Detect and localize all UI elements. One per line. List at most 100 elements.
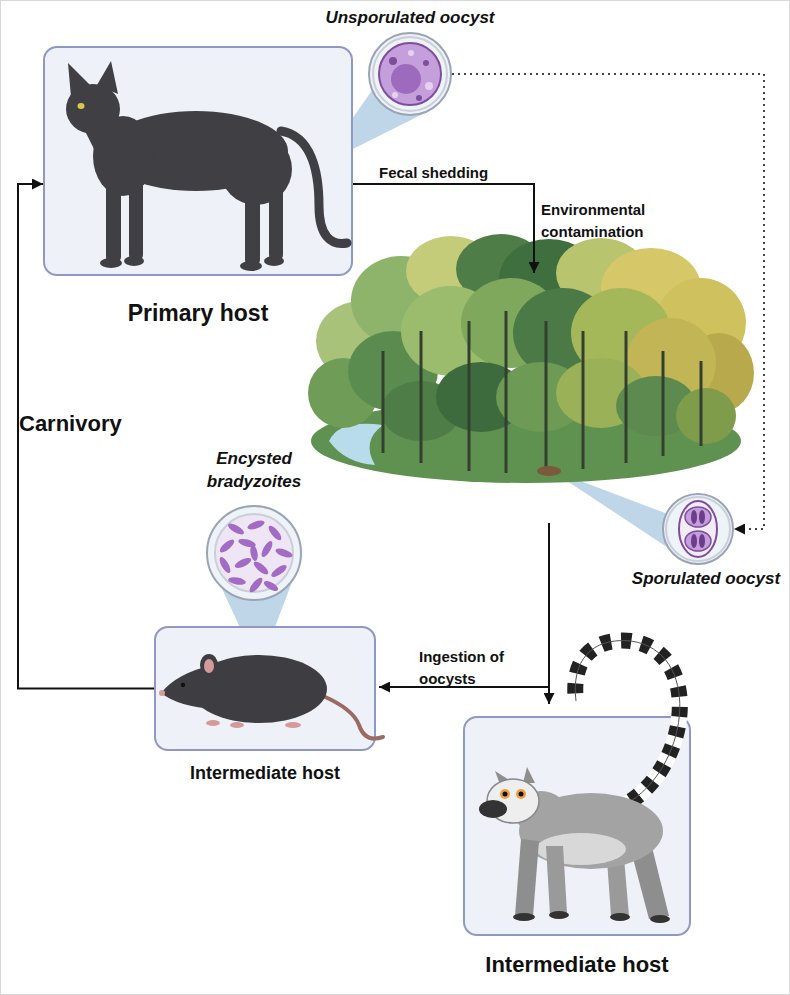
forest-scene — [329, 424, 383, 465]
lemur-illustration — [650, 915, 670, 923]
cat-illustration — [97, 61, 118, 94]
lemur-illustration — [519, 793, 663, 869]
tissue-cyst-illustration — [215, 514, 293, 592]
lemur-illustration — [575, 641, 680, 801]
forest-scene — [662, 351, 665, 456]
oocyst-illustration — [423, 60, 429, 66]
host-box: Intermediate host — [154, 626, 376, 751]
sporulated-oocyst-illustration — [699, 510, 705, 524]
rat-illustration — [200, 654, 218, 676]
zoom-callout-circle: Unsporulated oocyst — [368, 32, 452, 116]
sporulated-oocyst-illustration — [691, 510, 697, 524]
annotation-label: Environmental contamination — [541, 199, 666, 243]
sporulated-oocyst-illustration — [679, 501, 717, 557]
oocyst-illustration — [392, 92, 398, 98]
cat-illustration — [240, 261, 262, 271]
oocyst-illustration — [379, 43, 441, 105]
host-label: Intermediate host — [465, 952, 689, 978]
lemur-illustration — [503, 792, 508, 797]
annotation-label: Fecal shedding — [379, 164, 488, 181]
tissue-cyst-illustration — [274, 547, 293, 560]
cat-illustration — [281, 131, 347, 244]
tissue-cyst-illustration — [248, 576, 265, 594]
rat-illustration — [159, 690, 165, 696]
oocyst-illustration — [391, 64, 421, 94]
zoom-callout-circle: Encysted bradyzoites — [206, 505, 302, 601]
cat-illustration — [129, 161, 143, 261]
tissue-cyst-illustration — [217, 519, 293, 595]
dotted-arrow — [452, 74, 764, 529]
oocyst-illustration — [373, 37, 447, 111]
tissue-cyst-illustration — [218, 538, 236, 555]
rat-illustration — [206, 720, 220, 726]
callout-title: Unsporulated oocyst — [325, 8, 494, 28]
rat-illustration — [204, 659, 214, 673]
tissue-cyst-illustration — [217, 555, 232, 574]
tissue-cyst-illustration — [246, 519, 265, 532]
lemur-illustration — [546, 846, 567, 915]
rat-illustration — [159, 654, 383, 739]
lemur-illustration — [523, 767, 535, 783]
cat-illustration — [220, 133, 292, 205]
host-box: Intermediate host — [463, 716, 691, 936]
forest-scene — [505, 311, 508, 473]
lemur-illustration — [479, 641, 680, 923]
lemur-illustration — [516, 789, 526, 799]
cat-illustration — [104, 111, 288, 191]
cat-illustration — [100, 258, 122, 268]
forest-scene — [468, 321, 471, 471]
forest-scene — [382, 351, 385, 453]
forest-scene — [420, 331, 423, 463]
sporulated-oocyst-illustration — [666, 497, 730, 561]
tissue-cyst-illustration — [259, 539, 274, 558]
tissue-cyst-illustration — [262, 579, 279, 593]
rat-illustration — [285, 722, 301, 728]
forest-scene — [700, 361, 703, 446]
lemur-illustration — [519, 792, 524, 797]
forest-scene — [582, 331, 585, 469]
cat-illustration — [93, 116, 153, 196]
forest-scene — [383, 311, 701, 473]
flow-line — [353, 184, 534, 273]
tissue-cyst-illustration — [226, 521, 245, 536]
host-label: Primary host — [45, 300, 351, 327]
oocyst-illustration — [373, 37, 447, 111]
lemur-illustration — [495, 771, 511, 787]
tissue-cyst-illustration — [233, 556, 252, 570]
tissue-cyst-illustration — [215, 514, 294, 594]
forest-scene — [676, 388, 736, 444]
cat-illustration — [264, 256, 284, 266]
sporulated-oocyst-illustration — [666, 497, 730, 561]
tissue-cyst-illustration — [267, 524, 284, 542]
forest-scene — [545, 321, 548, 471]
rat-illustration — [181, 683, 185, 687]
flow-line — [548, 523, 550, 704]
lemur-illustration — [487, 779, 539, 823]
cat-illustration — [269, 186, 283, 261]
rat-illustration — [191, 655, 327, 723]
forest-scene — [308, 234, 754, 483]
lemur-illustration — [515, 791, 567, 835]
oocyst-illustration — [408, 50, 414, 56]
cat-illustration — [78, 103, 85, 109]
lemur-illustration — [575, 641, 680, 801]
flow-line — [379, 686, 549, 688]
lemur-illustration — [513, 913, 535, 921]
rat-illustration — [323, 696, 383, 739]
oocyst-illustration — [425, 82, 433, 90]
cat-illustration — [66, 61, 347, 271]
lemur-illustration — [575, 641, 680, 801]
lemur-illustration — [479, 800, 507, 818]
callout-title: Encysted bradyzoites — [194, 447, 314, 493]
cat-illustration — [66, 84, 120, 134]
cat-illustration — [106, 151, 121, 263]
lemur-illustration — [610, 913, 630, 921]
zoom-callout-circle: Sporulated oocyst — [662, 493, 734, 565]
sporulated-oocyst-illustration — [691, 534, 697, 548]
lemur-illustration — [549, 911, 569, 919]
edge-label: Carnivory — [19, 411, 122, 437]
